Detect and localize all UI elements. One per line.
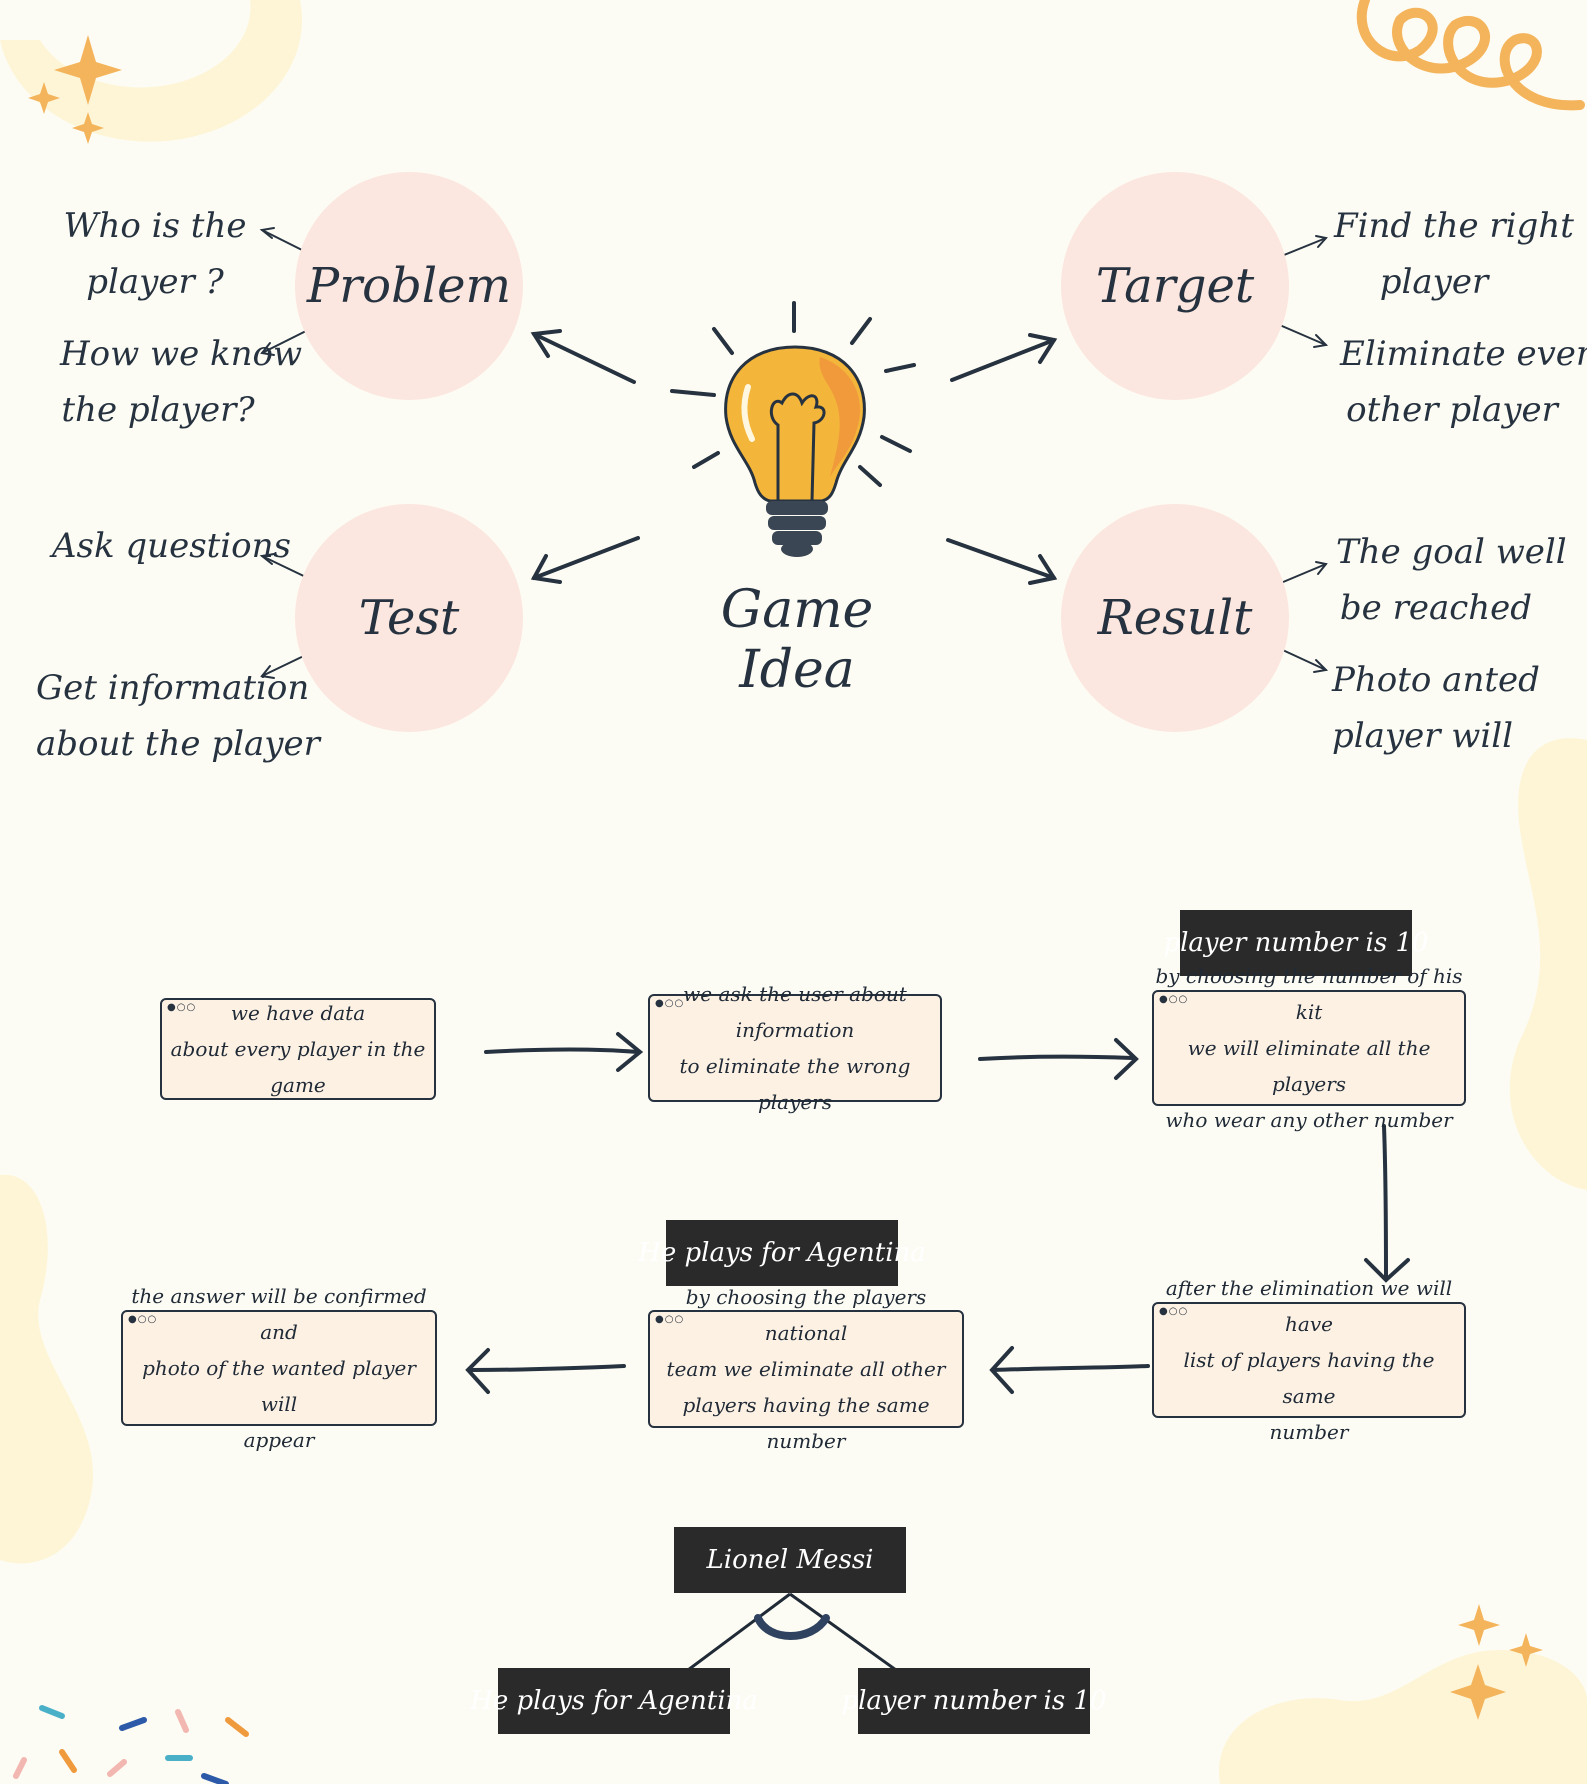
flow-step-3-text: by choosing the number of his kit we wil… [1155, 964, 1463, 1132]
flow-arrow-2-3 [978, 1054, 1134, 1061]
node-test-label: Test [358, 590, 460, 646]
flow-arrow-5-6 [468, 1364, 626, 1372]
flow-step-3: ●○○ by choosing the number of his kit we… [1152, 964, 1466, 1132]
flow-step-2: ●○○ we ask the user about information to… [648, 982, 942, 1114]
flow-step-2-text: we ask the user about information to eli… [679, 982, 911, 1114]
node-problem: Problem [295, 172, 523, 400]
decor-blob [0, 1174, 94, 1564]
flow-arrow-1-2 [484, 1047, 640, 1054]
flow-step-6: ●○○ the answer will be confirmed and pho… [121, 1284, 437, 1452]
decor-blob [1509, 738, 1587, 1190]
window-dots-icon: ●○○ [655, 1314, 685, 1325]
window-dots-icon: ●○○ [167, 1002, 197, 1013]
flow-step-6-text: the answer will be confirmed and photo o… [131, 1284, 427, 1452]
node-target: Target [1061, 172, 1289, 400]
sparkle-icon [1450, 1664, 1506, 1720]
flow-step-4: ●○○ after the elimination we will have l… [1152, 1276, 1466, 1444]
arrow-to-problem [532, 332, 636, 384]
window-dots-icon: ●○○ [1159, 994, 1189, 1005]
window-dots-icon: ●○○ [655, 998, 685, 1009]
node-target-label: Target [1095, 258, 1255, 314]
tree-left: He plays for Agentina [470, 1668, 758, 1734]
flow-step-4-text: after the elimination we will have list … [1165, 1276, 1453, 1444]
flow-arrow-3-4 [1382, 1124, 1388, 1280]
tree-root: Lionel Messi [674, 1527, 906, 1593]
decor-squiggle [1356, 0, 1585, 111]
sparkle-icon [54, 35, 122, 105]
flow-step-1: ●○○ we have data about every player in t… [160, 998, 436, 1100]
confetti-decor [13, 1705, 249, 1784]
sparkle-icon [28, 82, 60, 114]
window-dots-icon: ●○○ [128, 1314, 158, 1325]
arrow-to-result [946, 538, 1056, 580]
tree-right: player number is 10 [841, 1668, 1107, 1734]
arrow-to-target [950, 338, 1056, 382]
flow-step-5: ●○○ by choosing the players national tea… [648, 1285, 964, 1453]
lightbulb-icon [670, 301, 916, 557]
tag-player-number: player number is 10 [1163, 910, 1429, 976]
decor-arc [0, 0, 303, 142]
center-title: Game Idea [720, 580, 874, 700]
arrow-to-test [532, 536, 640, 580]
sparkle-icon [1509, 1633, 1543, 1667]
flow-step-5-text: by choosing the players national team we… [666, 1285, 946, 1453]
flow-step-1-text: we have data about every player in the g… [170, 1001, 426, 1097]
flow-arrow-4-5 [992, 1364, 1150, 1372]
sparkle-icon [1458, 1604, 1500, 1646]
decor-blob [1219, 1650, 1587, 1784]
node-problem-label: Problem [306, 258, 512, 314]
node-result: Result [1061, 504, 1289, 732]
node-result-label: Result [1097, 590, 1253, 646]
tag-team: He plays for Agentina [638, 1220, 926, 1286]
node-test: Test [295, 504, 523, 732]
sparkle-icon [72, 112, 104, 144]
window-dots-icon: ●○○ [1159, 1306, 1189, 1317]
